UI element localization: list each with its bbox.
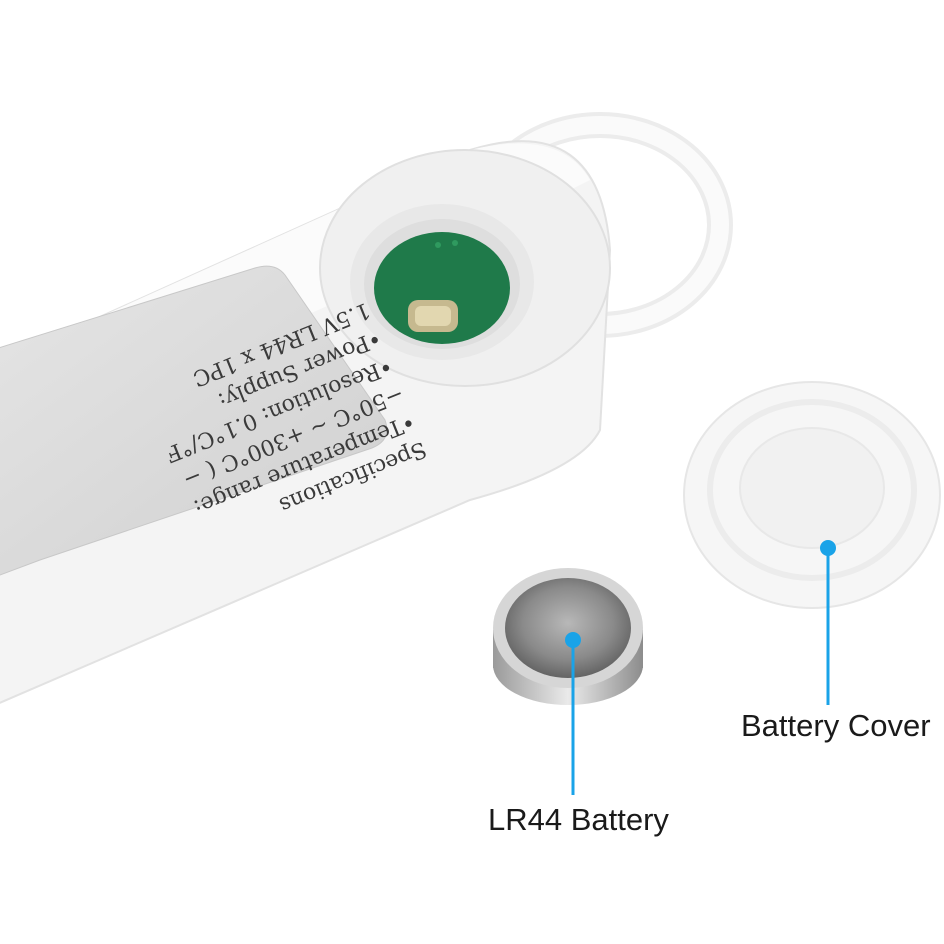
battery-callout-label: LR44 Battery	[488, 802, 669, 837]
cover-callout-label: Battery Cover	[741, 708, 931, 743]
battery-compartment	[319, 149, 611, 387]
spec-sticker	[0, 265, 388, 576]
callout-lines	[565, 540, 836, 795]
battery-cover	[683, 381, 941, 609]
cover-callout-dot	[820, 540, 836, 556]
lr44-battery-coin	[493, 568, 643, 705]
battery-callout-dot	[565, 632, 581, 648]
